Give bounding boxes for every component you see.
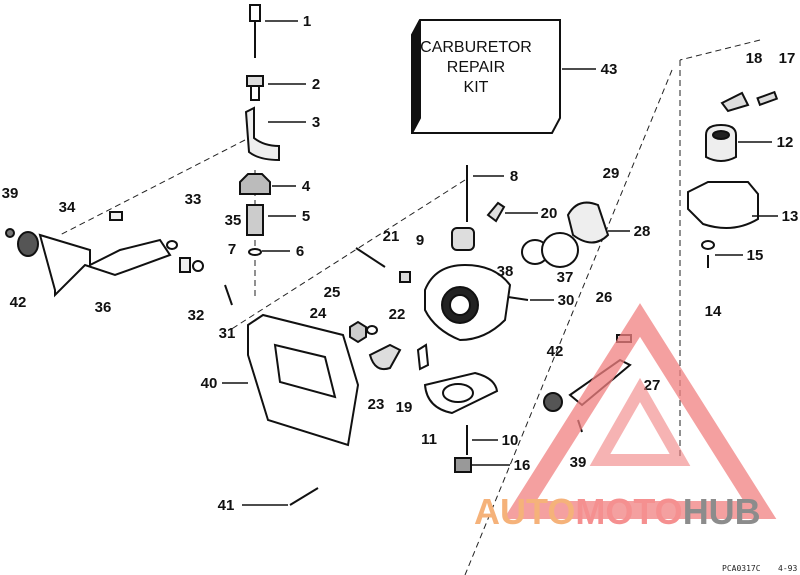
- part-number-label: 34: [59, 199, 76, 216]
- part-number-label: 16: [514, 457, 531, 474]
- drawing-code: PCA0317C: [722, 564, 761, 573]
- part-number-label: 5: [302, 208, 310, 225]
- part-number-label: 35: [225, 212, 242, 229]
- part-number-label: 27: [644, 377, 661, 394]
- part-number-label: 41: [218, 497, 235, 514]
- part-number-label: 22: [389, 306, 406, 323]
- part-number-label: 39: [570, 454, 587, 471]
- part-number-label: 30: [558, 292, 575, 309]
- part-number-label: 24: [310, 305, 327, 322]
- part-number-label: 39: [2, 185, 19, 202]
- part-number-label: 31: [219, 325, 236, 342]
- part-number-label: 7: [228, 241, 236, 258]
- part-number-label: 20: [541, 205, 558, 222]
- part-number-label: 29: [603, 165, 620, 182]
- part-number-label: 19: [396, 399, 413, 416]
- part-number-label: 9: [416, 232, 424, 249]
- part-number-label: 11: [421, 431, 437, 448]
- part-number-label: 15: [747, 247, 764, 264]
- part-number-label: 36: [95, 299, 112, 316]
- part-number-label: 43: [601, 61, 618, 78]
- svg-text:AUTOMOTOHUB: AUTOMOTOHUB: [474, 491, 761, 532]
- part-number-label: 8: [510, 168, 518, 185]
- part-number-label: 12: [777, 134, 794, 151]
- watermark-triangle-icon: [503, 303, 777, 519]
- part-number-label: 2: [312, 76, 320, 93]
- part-number-label: 32: [188, 307, 205, 324]
- part-number-label: 14: [705, 303, 722, 320]
- part-number-label: 40: [201, 375, 218, 392]
- watermark-moto: MOTO: [575, 491, 682, 532]
- drawing-date: 4-93: [778, 564, 797, 573]
- part-number-label: 23: [368, 396, 385, 413]
- part-number-label: 37: [557, 269, 574, 286]
- watermark-hub: HUB: [683, 491, 761, 532]
- part-number-label: 18: [746, 50, 763, 67]
- part-number-label: 26: [596, 289, 613, 306]
- part-number-label: 21: [383, 228, 400, 245]
- part-number-label: 17: [779, 50, 796, 67]
- part-number-label: 1: [303, 13, 311, 30]
- kit-label-line-3: KIT: [464, 79, 489, 96]
- part-number-label: 10: [502, 432, 519, 449]
- part-number-label: 25: [324, 284, 341, 301]
- part-number-label: 42: [10, 294, 27, 311]
- kit-label-line-2: REPAIR: [447, 59, 505, 76]
- part-number-label: 42: [547, 343, 564, 360]
- part-number-label: 3: [312, 114, 320, 131]
- part-number-label: 4: [302, 178, 311, 195]
- kit-label-line-1: CARBURETOR: [420, 39, 532, 56]
- part-number-label: 13: [782, 208, 799, 225]
- part-number-label: 28: [634, 223, 651, 240]
- watermark-auto: AUTO: [474, 491, 575, 532]
- part-number-label: 38: [497, 263, 514, 280]
- part-number-label: 33: [185, 191, 202, 208]
- part-number-label: 6: [296, 243, 304, 260]
- watermark-logo: AUTOMOTOHUB: [474, 303, 777, 532]
- parts: [5, 4, 779, 506]
